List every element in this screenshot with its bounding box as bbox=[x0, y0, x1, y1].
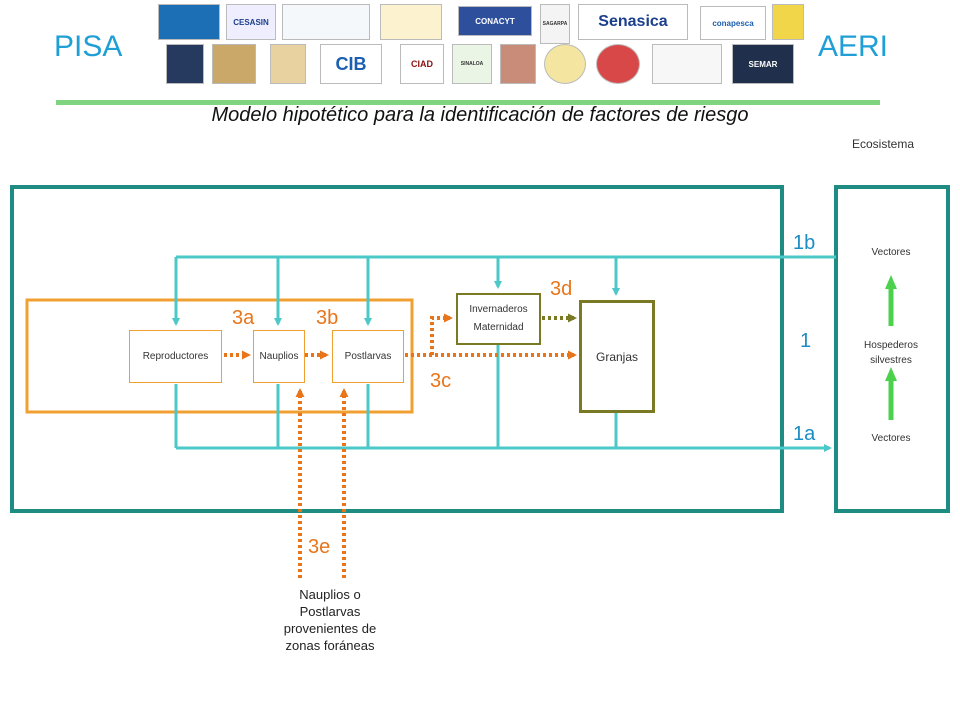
logo-conacyt: CONACYT bbox=[458, 6, 532, 36]
label-3b: 3b bbox=[316, 307, 339, 329]
node-reproductores: Reproductores bbox=[129, 330, 222, 383]
logo-ciad: CIAD bbox=[400, 44, 444, 84]
node-postlarvas-text: Postlarvas bbox=[344, 351, 392, 362]
logo-semar-text: SEMAR bbox=[748, 59, 778, 69]
foreign-line-2: Postlarvas bbox=[299, 604, 361, 619]
logo-comite-nayarit bbox=[380, 4, 442, 40]
logo-seal-round bbox=[544, 44, 586, 84]
logo-uas bbox=[212, 44, 256, 84]
logo-emblem-red bbox=[500, 44, 536, 84]
logo-cib: CIB bbox=[320, 44, 382, 84]
pisa-label: PISA bbox=[54, 30, 123, 63]
label-3d: 3d bbox=[550, 278, 573, 300]
logo-semar: SEMAR bbox=[732, 44, 794, 84]
farm-system-frame bbox=[10, 185, 784, 513]
logo-senasica-text: Senasica bbox=[598, 13, 668, 30]
label-1: 1 bbox=[800, 330, 812, 352]
logo-seal-red bbox=[596, 44, 640, 84]
node-hospederos: Hospederos silvestres bbox=[848, 338, 934, 368]
logo-laboratorio bbox=[652, 44, 722, 84]
logo-cesasin-text: CESASIN bbox=[233, 17, 269, 27]
foreign-source-text: Nauplios o Postlarvas provenientes de zo… bbox=[250, 586, 410, 654]
foreign-line-1: Nauplios o bbox=[299, 587, 361, 602]
node-nauplios: Nauplios bbox=[253, 330, 305, 383]
logo-state-shield bbox=[772, 4, 804, 40]
node-hospederos-text-1: Hospederos bbox=[864, 340, 918, 351]
logo-conacyt-text: CONACYT bbox=[475, 16, 515, 26]
logo-sinaloa: SINALOA bbox=[452, 44, 492, 84]
page-title: Modelo hipotético para la identificación… bbox=[211, 104, 749, 126]
logo-cesasin: CESASIN bbox=[226, 4, 276, 40]
node-invernaderos: Invernaderos Maternidad bbox=[456, 293, 541, 345]
node-nauplios-text: Nauplios bbox=[259, 351, 299, 362]
label-1a: 1a bbox=[793, 423, 816, 445]
logo-cib-text: CIB bbox=[335, 53, 367, 74]
node-invernaderos-text-2: Maternidad bbox=[473, 322, 524, 333]
node-granjas: Granjas bbox=[579, 300, 655, 413]
label-1b: 1b bbox=[793, 232, 816, 254]
foreign-line-4: zonas foráneas bbox=[285, 638, 375, 653]
logo-senasica: Senasica bbox=[578, 4, 688, 40]
node-postlarvas: Postlarvas bbox=[332, 330, 404, 383]
logo-ciad-text: CIAD bbox=[411, 59, 433, 69]
logo-sagarpa: SAGARPA bbox=[540, 4, 570, 44]
node-reproductores-text: Reproductores bbox=[142, 351, 209, 362]
label-3e: 3e bbox=[308, 536, 331, 558]
foreign-line-3: provenientes de bbox=[283, 621, 377, 636]
node-granjas-text: Granjas bbox=[595, 349, 639, 364]
ecosistema-label: Ecosistema bbox=[852, 137, 915, 151]
aeri-label: AERI bbox=[818, 30, 889, 63]
node-hospederos-text-2: silvestres bbox=[870, 355, 912, 366]
logo-comite-bcs bbox=[282, 4, 370, 40]
label-3a: 3a bbox=[232, 307, 255, 329]
header-separator bbox=[56, 100, 880, 105]
arrow-to-invernaderos bbox=[430, 313, 453, 355]
logo-sinaloa-text: SINALOA bbox=[460, 61, 484, 67]
logo-pisa-image bbox=[158, 4, 220, 40]
logo-sagarpa-text: SAGARPA bbox=[542, 21, 568, 27]
logo-sinaloa-shield bbox=[270, 44, 306, 84]
label-3c: 3c bbox=[430, 370, 452, 392]
node-invernaderos-text-1: Invernaderos bbox=[469, 304, 528, 315]
node-vectores-bottom: Vectores bbox=[871, 433, 911, 444]
logo-conapesca: conapesca bbox=[700, 6, 766, 40]
logo-conapesca-text: conapesca bbox=[712, 18, 754, 28]
node-vectores-top: Vectores bbox=[871, 247, 911, 258]
logo-unam bbox=[166, 44, 204, 84]
ecosystem-frame bbox=[834, 185, 950, 513]
